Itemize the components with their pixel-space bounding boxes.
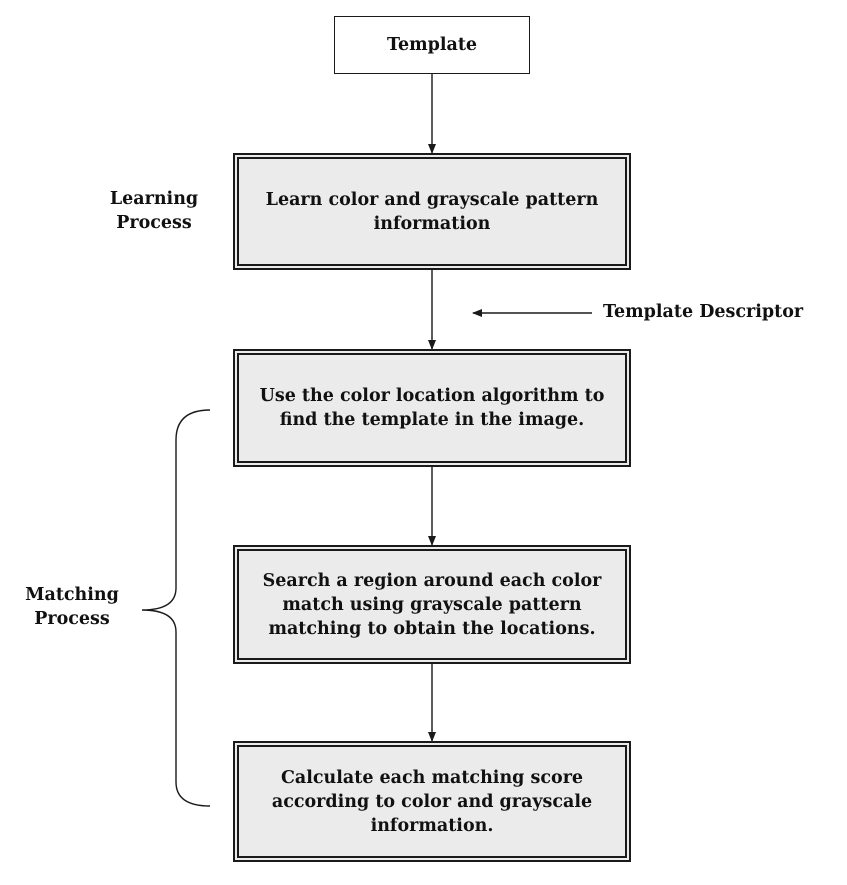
- matching-process-brace: [141, 409, 211, 807]
- template-label: Template: [386, 35, 478, 55]
- grayscale-search-box: Search a region around each color match …: [233, 545, 631, 664]
- matching-process-label: Matching Process: [25, 585, 119, 629]
- matching-score-text: Calculate each matching score according …: [271, 767, 593, 836]
- template-descriptor-label: Template Descriptor: [603, 302, 804, 322]
- color-location-box: Use the color location algorithm to find…: [233, 349, 631, 467]
- template-box: Template: [334, 16, 530, 74]
- color-location-text: Use the color location algorithm to find…: [259, 386, 605, 430]
- learn-pattern-text: Learn color and grayscale pattern inform…: [265, 189, 599, 234]
- learning-process-label: Learning Process: [109, 189, 199, 233]
- learn-pattern-box: Learn color and grayscale pattern inform…: [233, 153, 631, 270]
- matching-score-box: Calculate each matching score according …: [233, 741, 631, 862]
- grayscale-search-text: Search a region around each color match …: [262, 570, 602, 639]
